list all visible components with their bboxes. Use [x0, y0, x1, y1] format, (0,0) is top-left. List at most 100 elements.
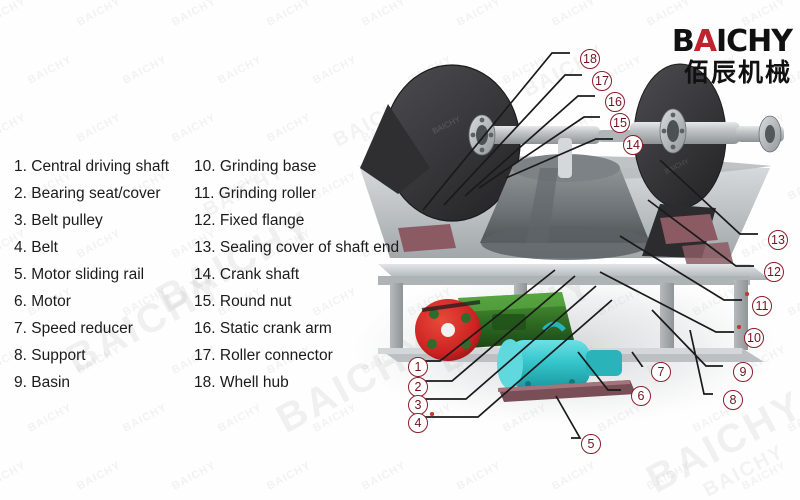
legend-item-1: 1. Central driving shaft — [14, 153, 169, 180]
legend-item-number: 13. — [194, 239, 216, 256]
callout-marker-9[interactable]: 9 — [733, 362, 753, 382]
legend-item-number: 4. — [14, 239, 27, 256]
belt-pulley — [415, 299, 481, 361]
legend-item-number: 14. — [194, 266, 216, 283]
legend-item-number: 9. — [14, 374, 27, 391]
legend-item-2: 2. Bearing seat/cover — [14, 180, 169, 207]
callout-marker-12[interactable]: 12 — [764, 262, 784, 282]
watermark-text: BAICHY — [216, 53, 265, 87]
legend-item-number: 5. — [14, 266, 27, 283]
callout-marker-15[interactable]: 15 — [610, 113, 630, 133]
watermark-text: BAICHY — [216, 401, 265, 435]
legend-item-label: Fixed flange — [215, 212, 305, 229]
watermark-text: BAICHY — [26, 401, 75, 435]
legend-item-number: 12. — [194, 212, 216, 229]
callout-marker-6[interactable]: 6 — [631, 386, 651, 406]
legend-item-number: 15. — [194, 293, 216, 310]
legend-item-number: 10. — [194, 158, 216, 175]
legend-item-17: 17. Roller connector — [194, 342, 399, 369]
legend-item-15: 15. Round nut — [194, 288, 399, 315]
legend-item-number: 16. — [194, 320, 216, 337]
legend-item-number: 8. — [14, 347, 27, 364]
legend-item-label: Crank shaft — [215, 266, 300, 283]
callout-marker-1[interactable]: 1 — [408, 357, 428, 377]
legend-item-label: Round nut — [215, 293, 292, 310]
watermark-text: BAICHY — [121, 401, 170, 435]
legend-item-label: Basin — [26, 374, 71, 391]
callout-marker-4[interactable]: 4 — [408, 413, 428, 433]
legend-item-label: Grinding roller — [214, 185, 317, 202]
callout-marker-10[interactable]: 10 — [744, 328, 764, 348]
callout-marker-11[interactable]: 11 — [752, 296, 772, 316]
watermark-text-medium: BAICHY — [699, 440, 789, 500]
legend-item-10: 10. Grinding base — [194, 153, 399, 180]
legend-item-16: 16. Static crank arm — [194, 315, 399, 342]
watermark-text: BAICHY — [645, 459, 694, 493]
legend-item-number: 7. — [14, 320, 27, 337]
legend-item-number: 18. — [194, 374, 216, 391]
legend-item-label: Belt pulley — [26, 212, 103, 229]
watermark-text: BAICHY — [170, 0, 219, 29]
legend-item-4: 4. Belt — [14, 234, 169, 261]
legend-item-9: 9. Basin — [14, 369, 169, 396]
legend-item-label: Bearing seat/cover — [26, 185, 161, 202]
callout-marker-2[interactable]: 2 — [408, 377, 428, 397]
watermark-text: BAICHY — [0, 111, 29, 145]
brand-letters-rest: ICHY — [715, 24, 793, 59]
legend-item-8: 8. Support — [14, 342, 169, 369]
legend-item-5: 5. Motor sliding rail — [14, 261, 169, 288]
watermark-text: BAICHY — [170, 111, 219, 145]
legend-item-label: Grinding base — [215, 158, 317, 175]
legend-item-number: 2. — [14, 185, 27, 202]
legend-item-7: 7. Speed reducer — [14, 315, 169, 342]
callout-marker-5[interactable]: 5 — [581, 434, 601, 454]
legend-item-13: 13. Sealing cover of shaft end — [194, 234, 399, 261]
callout-marker-13[interactable]: 13 — [768, 230, 788, 250]
callout-marker-3[interactable]: 3 — [408, 395, 428, 415]
callout-anchor-dot-11 — [745, 292, 749, 296]
watermark-text: BAICHY — [550, 459, 599, 493]
watermark-text: BAICHY — [455, 459, 504, 493]
watermark-text: BAICHY — [265, 0, 314, 29]
legend-item-number: 11. — [194, 185, 215, 202]
sealing-cover-shaft-end — [758, 115, 782, 153]
wheel-hub-right — [659, 108, 687, 154]
legend-item-label: Central driving shaft — [26, 158, 170, 175]
legend-item-label: Static crank arm — [215, 320, 332, 337]
legend-item-3: 3. Belt pulley — [14, 207, 169, 234]
brand-letter-b: B — [671, 24, 695, 59]
legend-item-14: 14. Crank shaft — [194, 261, 399, 288]
watermark-text: BAICHY — [75, 459, 124, 493]
legend-item-6: 6. Motor — [14, 288, 169, 315]
callout-anchor-dot-4 — [430, 412, 434, 416]
watermark-text: BAICHY — [121, 53, 170, 87]
callout-marker-8[interactable]: 8 — [723, 390, 743, 410]
legend-item-12: 12. Fixed flange — [194, 207, 399, 234]
callout-marker-18[interactable]: 18 — [580, 49, 600, 69]
legend-item-label: Speed reducer — [26, 320, 133, 337]
legend-item-label: Support — [26, 347, 86, 364]
watermark-text: BAICHY — [740, 459, 789, 493]
legend-item-label: Whell hub — [215, 374, 289, 391]
legend-item-11: 11. Grinding roller — [194, 180, 399, 207]
legend-item-number: 17. — [194, 347, 216, 364]
callout-marker-17[interactable]: 17 — [592, 71, 612, 91]
legend-item-number: 3. — [14, 212, 27, 229]
watermark-text: BAICHY — [0, 459, 29, 493]
watermark-text: BAICHY — [265, 459, 314, 493]
callout-marker-14[interactable]: 14 — [623, 135, 643, 155]
watermark-text: BAICHY — [265, 111, 314, 145]
watermark-text: BAICHY — [0, 0, 29, 29]
watermark-text: BAICHY — [26, 53, 75, 87]
legend-item-label: Roller connector — [215, 347, 333, 364]
wheel-hub-left — [468, 114, 496, 156]
callout-anchor-dot-10 — [737, 325, 741, 329]
brand-name-latin: BAICHY — [671, 24, 793, 59]
callout-marker-7[interactable]: 7 — [651, 362, 671, 382]
callout-marker-16[interactable]: 16 — [605, 92, 625, 112]
legend-item-label: Sealing cover of shaft end — [215, 239, 400, 256]
brand-logo: BAICHY 佰辰机械 — [671, 24, 793, 88]
